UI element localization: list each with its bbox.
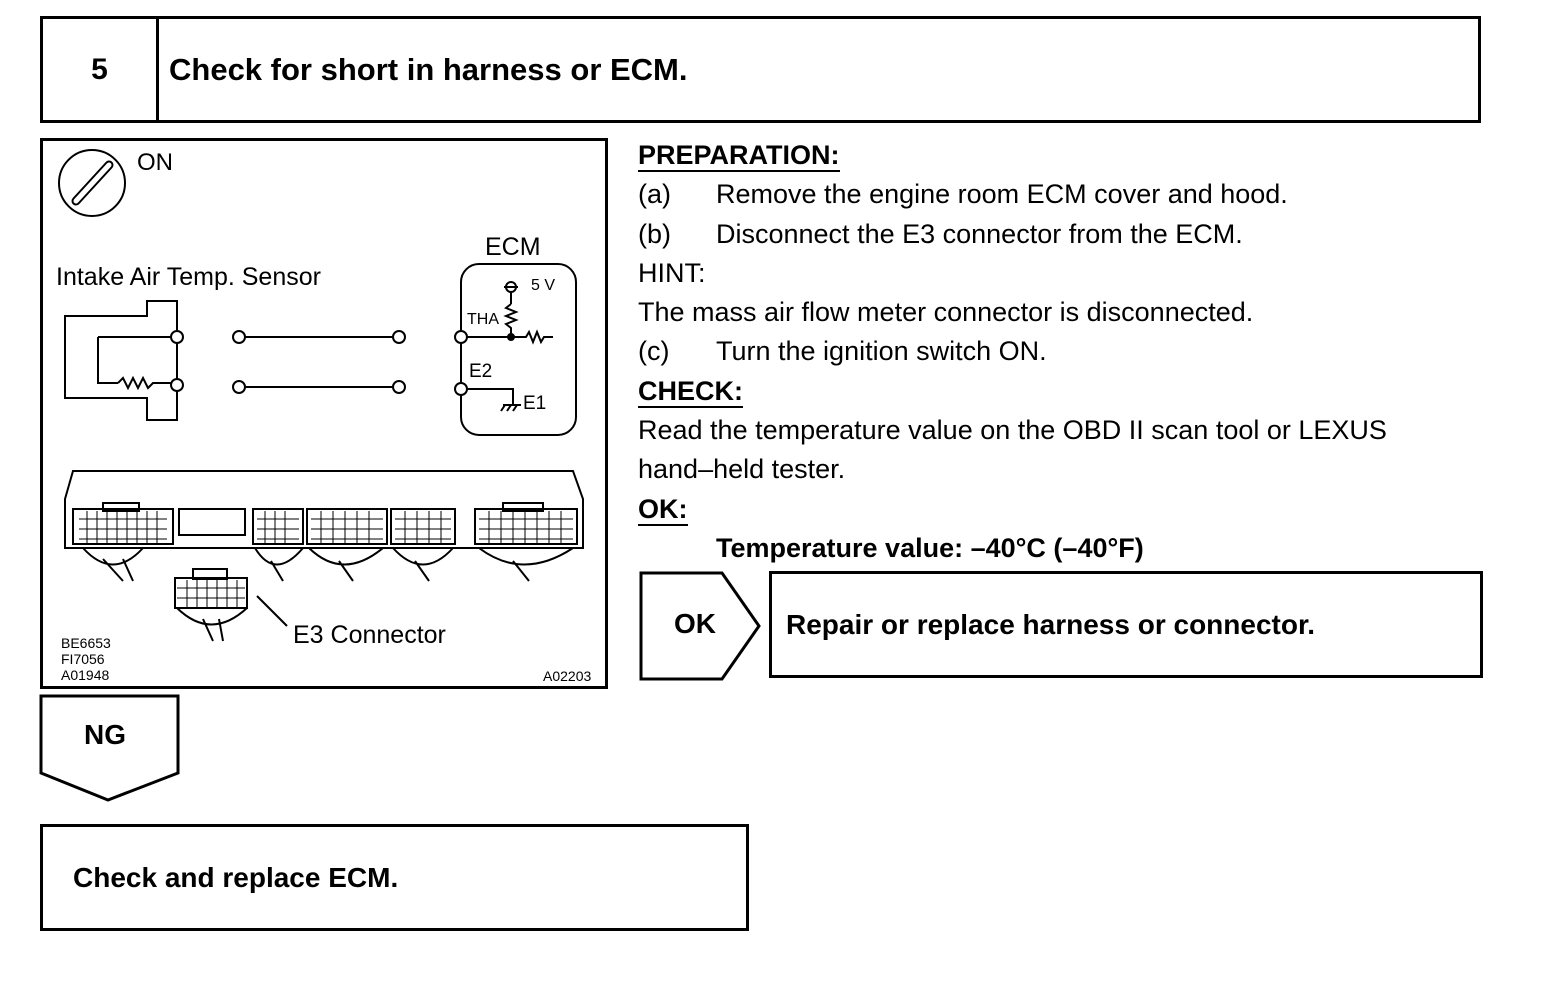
- e3-connector-drawing: [174, 577, 248, 609]
- ok-spec: Temperature value: –40°C (–40°F): [716, 532, 1144, 563]
- ok-action-box: Repair or replace harness or connector.: [769, 571, 1483, 678]
- figure-code-1: BE6653: [61, 635, 111, 651]
- tha-terminal-label: THA: [467, 311, 499, 328]
- step-a: (a)Remove the engine room ECM cover and …: [638, 179, 1288, 210]
- ecm-connector-block: [64, 470, 584, 549]
- sensor-body: [64, 300, 178, 421]
- instructions: PREPARATION: (a)Remove the engine room E…: [638, 136, 1518, 568]
- figure-id: A02203: [543, 668, 592, 684]
- ng-label: NG: [84, 719, 126, 750]
- check-text-2: hand–held tester.: [638, 454, 846, 485]
- ignition-on-label: ON: [137, 149, 173, 176]
- check-heading: CHECK:: [638, 375, 743, 408]
- ng-action-text: Check and replace ECM.: [73, 861, 399, 893]
- ok-label: OK: [674, 608, 716, 639]
- hint-heading: HINT:: [638, 257, 706, 288]
- check-text-1: Read the temperature value on the OBD II…: [638, 415, 1387, 446]
- figure-code-2: FI7056: [61, 651, 105, 667]
- wiring-illustration: ON Intake Air Temp. Sensor ECM 5 V THA E…: [40, 138, 608, 689]
- ignition-key-icon: [58, 149, 126, 217]
- ng-action-box: Check and replace ECM.: [40, 824, 749, 931]
- ok-arrow: [639, 571, 761, 681]
- preparation-heading: PREPARATION:: [638, 140, 840, 172]
- e1-terminal-label: E1: [523, 393, 547, 414]
- ok-action-text: Repair or replace harness or connector.: [786, 608, 1316, 640]
- wiring-diagram-drawing: [58, 149, 584, 642]
- e2-terminal-label: E2: [469, 361, 493, 382]
- step-c: (c)Turn the ignition switch ON.: [638, 336, 1047, 367]
- ng-arrow: [39, 694, 180, 802]
- ecm-box: [460, 263, 577, 436]
- step-title: Check for short in harness or ECM.: [169, 51, 688, 87]
- step-b: (b)Disconnect the E3 connector from the …: [638, 218, 1243, 249]
- sensor-label: Intake Air Temp. Sensor: [56, 263, 321, 291]
- step-header: 5 Check for short in harness or ECM.: [40, 16, 1481, 123]
- figure-code-3: A01948: [61, 667, 110, 683]
- voltage-label: 5 V: [531, 277, 556, 294]
- ok-heading: OK:: [638, 493, 688, 526]
- e3-connector-label: E3 Connector: [293, 621, 446, 649]
- step-number: 5: [43, 19, 159, 120]
- ecm-label: ECM: [485, 233, 541, 261]
- hint-text: The mass air flow meter connector is dis…: [638, 297, 1254, 328]
- sensor-resistor: [117, 375, 177, 391]
